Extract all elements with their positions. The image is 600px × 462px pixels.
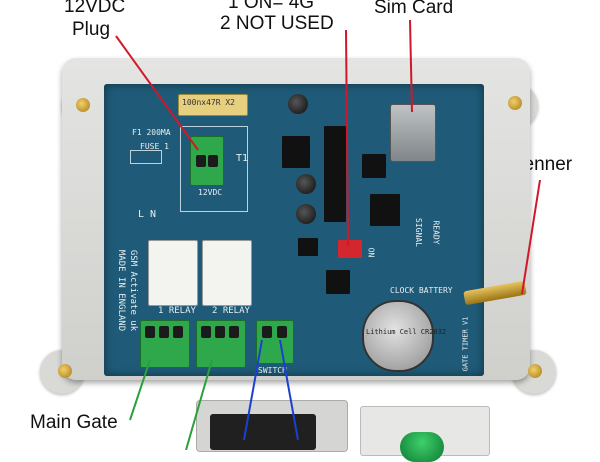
- terminal-slot: [173, 326, 183, 338]
- t1-label: T1: [236, 153, 249, 164]
- switch-label: SWITCH: [258, 366, 287, 375]
- microcontroller-chip: [324, 126, 346, 222]
- relay-1-label: 1 RELAY: [158, 306, 196, 316]
- plug-callout-line1: 12VDC: [64, 0, 126, 17]
- sim-callout-line: [409, 19, 413, 113]
- plug-slot: [196, 155, 206, 167]
- plug-callout-line2: Plug: [72, 19, 111, 40]
- dip-callout-line1: 1 ON= 4G: [228, 0, 315, 13]
- driver-chip: [298, 238, 318, 256]
- main-gate-callout-line: [129, 359, 151, 421]
- fuse-label: F1 200MA: [132, 128, 171, 137]
- dip-callout-line2: 2 NOT USED: [220, 13, 334, 34]
- regulator-chip: [282, 136, 310, 168]
- terminal-slot: [262, 326, 272, 338]
- terminal-slot: [201, 326, 211, 338]
- terminal-slot: [229, 326, 239, 338]
- capacitor-label: 100nx47R X2: [182, 98, 235, 107]
- supply-label: 12VDC: [198, 188, 223, 197]
- capacitor: [288, 94, 308, 114]
- relay-2: [202, 240, 252, 306]
- ln-label: L N: [138, 209, 157, 220]
- fuse2-label: FUSE 1: [140, 142, 169, 151]
- terminal-slot: [215, 326, 225, 338]
- dip-callout-line: [345, 29, 349, 247]
- second-gate-terminal: [196, 320, 246, 368]
- plug-callout-line: [115, 35, 199, 151]
- switch-wire-2: [279, 339, 299, 441]
- switch-block: [210, 414, 316, 450]
- main-gate-callout: Main Gate: [30, 412, 118, 433]
- mount-screw-tr: [508, 96, 522, 110]
- mount-screw-br: [528, 364, 542, 378]
- relay-2-label: 2 RELAY: [212, 306, 250, 316]
- antenna-callout-line: [521, 179, 541, 295]
- clock-chip: [326, 270, 350, 294]
- switch-wire-1: [243, 339, 263, 441]
- coin-cell-battery[interactable]: [362, 300, 434, 372]
- capacitor: [296, 174, 316, 194]
- sim-card-callout: Sim Card: [374, 0, 454, 18]
- power-plug-terminal: [190, 136, 224, 186]
- mount-screw-tl: [76, 98, 90, 112]
- terminal-slot: [277, 326, 287, 338]
- small-ic: [362, 154, 386, 178]
- callout-lines: [115, 19, 541, 450]
- suppression-capacitor: [178, 94, 248, 116]
- mount-screw-bl: [58, 364, 72, 378]
- terminal-slot: [145, 326, 155, 338]
- gsm-chip: [370, 194, 400, 226]
- second-gate-callout-line: [185, 359, 213, 450]
- terminal-slot: [159, 326, 169, 338]
- relay-1: [148, 240, 198, 306]
- battery-label: Lithium Cell CR2032: [366, 328, 447, 336]
- plug-slot: [208, 155, 218, 167]
- main-gate-terminal: [140, 320, 190, 368]
- dip-switch[interactable]: [338, 240, 362, 258]
- clock-battery-label: CLOCK BATTERY: [390, 286, 453, 295]
- transformer-outline: [180, 126, 248, 212]
- fuse-holder: [130, 150, 162, 164]
- sim-card-holder: [390, 104, 436, 162]
- capacitor: [296, 204, 316, 224]
